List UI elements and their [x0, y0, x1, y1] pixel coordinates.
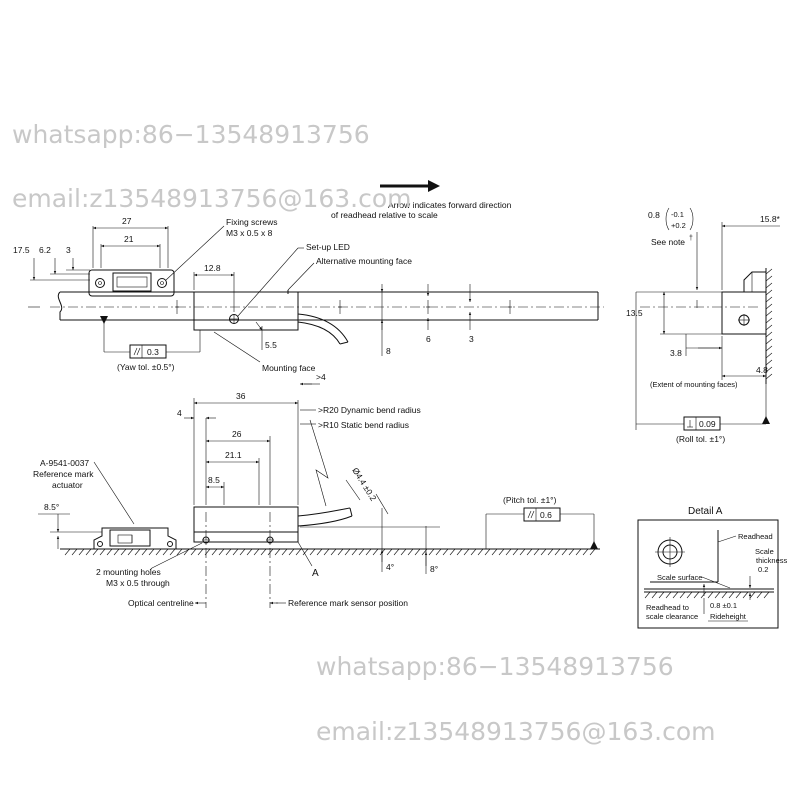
detail-a-callout: A	[312, 568, 319, 579]
scale-surface-label: Scale surface	[657, 573, 702, 582]
dim-3-8-label: 3.8	[670, 348, 682, 358]
watermarks: whatsapp:86−13548913756 email:z135489137…	[12, 120, 716, 746]
mounting-face-label: Mounting face	[262, 363, 316, 373]
dim-17-5-label: 17.5	[13, 245, 30, 255]
dim-4-left-label: 4	[177, 408, 182, 418]
ride-height-value: 0.8 ±0.1	[710, 601, 737, 610]
dim-12-8-label: 12.8	[204, 263, 221, 273]
watermark-whatsapp-bottom: whatsapp:86−13548913756	[316, 652, 674, 681]
fixing-screws-line1: Fixing screws	[226, 217, 277, 227]
top-view: Arrow indicates forward direction of rea…	[13, 180, 604, 373]
arrow-note-line1: Arrow indicates forward direction	[388, 200, 512, 210]
pitch-tol-value: 0.6	[540, 510, 552, 520]
see-note-label: See note	[651, 237, 685, 247]
dim-36-label: 36	[236, 391, 246, 401]
setup-led-label: Set-up LED	[306, 242, 350, 252]
clearance-line1: Readhead to	[646, 603, 689, 612]
end-view: 0.8 -0.1 +0.2 See note † 15.8* 13.5 3.8 …	[626, 207, 781, 444]
dim-6-label: 6	[426, 334, 431, 344]
fixing-screws-line2: M3 x 0.5 x 8	[226, 228, 273, 238]
dim-4-deg-label: 4°	[386, 562, 394, 572]
ref-actuator-line3: actuator	[52, 480, 83, 490]
scale-thickness-value: 0.2	[758, 565, 768, 574]
dim-26-label: 26	[232, 429, 242, 439]
tol-minus-label: -0.1	[671, 210, 684, 219]
scale-thickness-line1: Scale	[755, 547, 774, 556]
dim-3-left-label: 3	[66, 245, 71, 255]
dim-8-label: 8	[386, 346, 391, 356]
arrow-note-line2: of readhead relative to scale	[331, 210, 438, 220]
yaw-tol-value: 0.3	[147, 347, 159, 357]
cable-dia-label: Ø4.4 ±0.2	[350, 466, 378, 503]
note-mark: †	[689, 235, 693, 242]
ref-actuator-line2: Reference mark	[33, 469, 94, 479]
dim-4-8-label: 4.8	[756, 365, 768, 375]
extent-label: (Extent of mounting faces)	[650, 380, 738, 389]
ref-actuator-line1: A-9541-0037	[40, 458, 89, 468]
optical-centreline-label: Optical centreline	[128, 598, 194, 608]
dim-21-label: 21	[124, 234, 134, 244]
dim-5-5-label: 5.5	[265, 340, 277, 350]
dim-15-8-label: 15.8*	[760, 214, 781, 224]
clearance-line2: scale clearance	[646, 612, 698, 621]
mounting-holes-line1: 2 mounting holes	[96, 567, 161, 577]
pitch-tol-label: (Pitch tol. ±1°)	[503, 495, 557, 505]
readhead-label: Readhead	[738, 532, 773, 541]
dim-13-5-label: 13.5	[626, 308, 643, 318]
ride-height-label: Rideheight	[710, 612, 747, 621]
scale-thickness-line2: thickness	[756, 556, 788, 565]
watermark-email-bottom: email:z13548913756@163.com	[316, 717, 716, 746]
detail-a: Detail A Readhead Scale thickness 0.2 Sc…	[637, 506, 788, 629]
tol-plus-label: +0.2	[671, 221, 686, 230]
roll-tol-label: (Roll tol. ±1°)	[676, 434, 725, 444]
detail-a-title: Detail A	[688, 506, 723, 517]
dim-6-2-label: 6.2	[39, 245, 51, 255]
dim-27-label: 27	[122, 216, 132, 226]
side-view: >4 36 4 26 21.1 8.5 >R20 Dynamic bend ra…	[33, 372, 600, 608]
yaw-tol-label: (Yaw tol. ±0.5°)	[117, 362, 175, 372]
dim-8-5-label: 8.5	[208, 475, 220, 485]
watermark-email-top: email:z13548913756@163.com	[12, 184, 412, 213]
bend-static-label: >R10 Static bend radius	[318, 420, 409, 430]
dim-8-deg-label: 8°	[430, 564, 438, 574]
dim-8-5-deg-label: 8.5°	[44, 502, 59, 512]
ref-sensor-position-label: Reference mark sensor position	[288, 598, 408, 608]
watermark-whatsapp-top: whatsapp:86−13548913756	[12, 120, 370, 149]
bend-dynamic-label: >R20 Dynamic bend radius	[318, 405, 421, 415]
dim-gt4-top-label: >4	[316, 372, 326, 382]
dim-21-1-label: 21.1	[225, 450, 242, 460]
mounting-holes-line2: M3 x 0.5 through	[106, 578, 170, 588]
roll-tol-value: 0.09	[699, 419, 716, 429]
alt-mounting-face-label: Alternative mounting face	[316, 256, 412, 266]
dim-0-8-label: 0.8	[648, 210, 660, 220]
dim-3-right-label: 3	[469, 334, 474, 344]
